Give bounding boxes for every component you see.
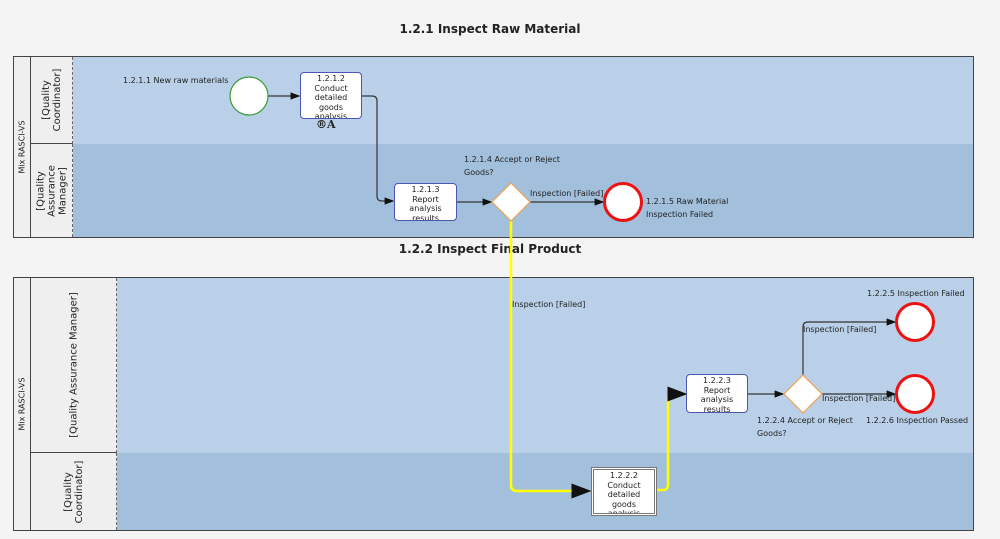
gateway-accept-reject[interactable] bbox=[491, 182, 531, 222]
flow-label: Inspection [Failed] bbox=[530, 189, 604, 198]
end-event-label: 1.2.2.5 Inspection Failed bbox=[867, 289, 965, 298]
end-event-inspection-passed[interactable] bbox=[895, 374, 935, 414]
highlighted-flow-gateway-to-task[interactable] bbox=[509, 221, 592, 499]
pool-label: Mix RASCI-VS bbox=[14, 278, 31, 530]
highlighted-flow-task-to-report[interactable] bbox=[657, 386, 688, 492]
end-event-inspection-failed[interactable] bbox=[895, 302, 935, 342]
lane-label-qa-manager: [Quality Assurance Manager] bbox=[31, 278, 117, 453]
lane-label-quality-coordinator: [Quality Coordinator] bbox=[31, 453, 117, 530]
lane-qa-manager bbox=[73, 144, 973, 237]
lane-label-quality-coordinator: [Quality Coordinator] bbox=[31, 57, 73, 144]
end-event-label: 1.2.2.6 Inspection Passed bbox=[866, 416, 969, 425]
pool-inspect-raw-material: Mix RASCI-VS [Quality Coordinator] [Qual… bbox=[13, 56, 974, 238]
flow-label: Inspection [Failed] bbox=[822, 394, 896, 403]
start-event[interactable] bbox=[229, 76, 269, 116]
pool-label: Mix RASCI-VS bbox=[14, 57, 31, 237]
start-event-label: 1.2.1.1 New raw materials bbox=[123, 76, 229, 85]
rasci-marker: ®A bbox=[316, 118, 336, 131]
pool-inspect-final-product: Mix RASCI-VS [Quality Assurance Manager]… bbox=[13, 277, 974, 531]
end-event-label: 1.2.1.5 Raw Material Inspection Failed bbox=[646, 197, 729, 219]
pool1-title: 1.2.1 Inspect Raw Material bbox=[399, 22, 581, 36]
gateway-label: 1.2.2.4 Accept or Reject Goods? bbox=[757, 416, 853, 438]
gateway-accept-reject[interactable] bbox=[783, 374, 823, 414]
gateway-label: 1.2.1.4 Accept or Reject Goods? bbox=[464, 155, 560, 177]
pool2-title: 1.2.2 Inspect Final Product bbox=[398, 242, 582, 256]
flow-analysis-to-report[interactable] bbox=[362, 95, 395, 205]
cross-flow-label: Inspection [Failed] bbox=[512, 300, 586, 309]
end-event-raw-material-failed[interactable] bbox=[603, 182, 643, 222]
flow-gateway-to-failed[interactable] bbox=[802, 318, 897, 375]
lane-label-qa-manager: [Quality Assurance Manager] bbox=[31, 144, 73, 237]
flow-label: Inspection [Failed] bbox=[803, 325, 877, 334]
lane-quality-coordinator bbox=[73, 57, 973, 145]
